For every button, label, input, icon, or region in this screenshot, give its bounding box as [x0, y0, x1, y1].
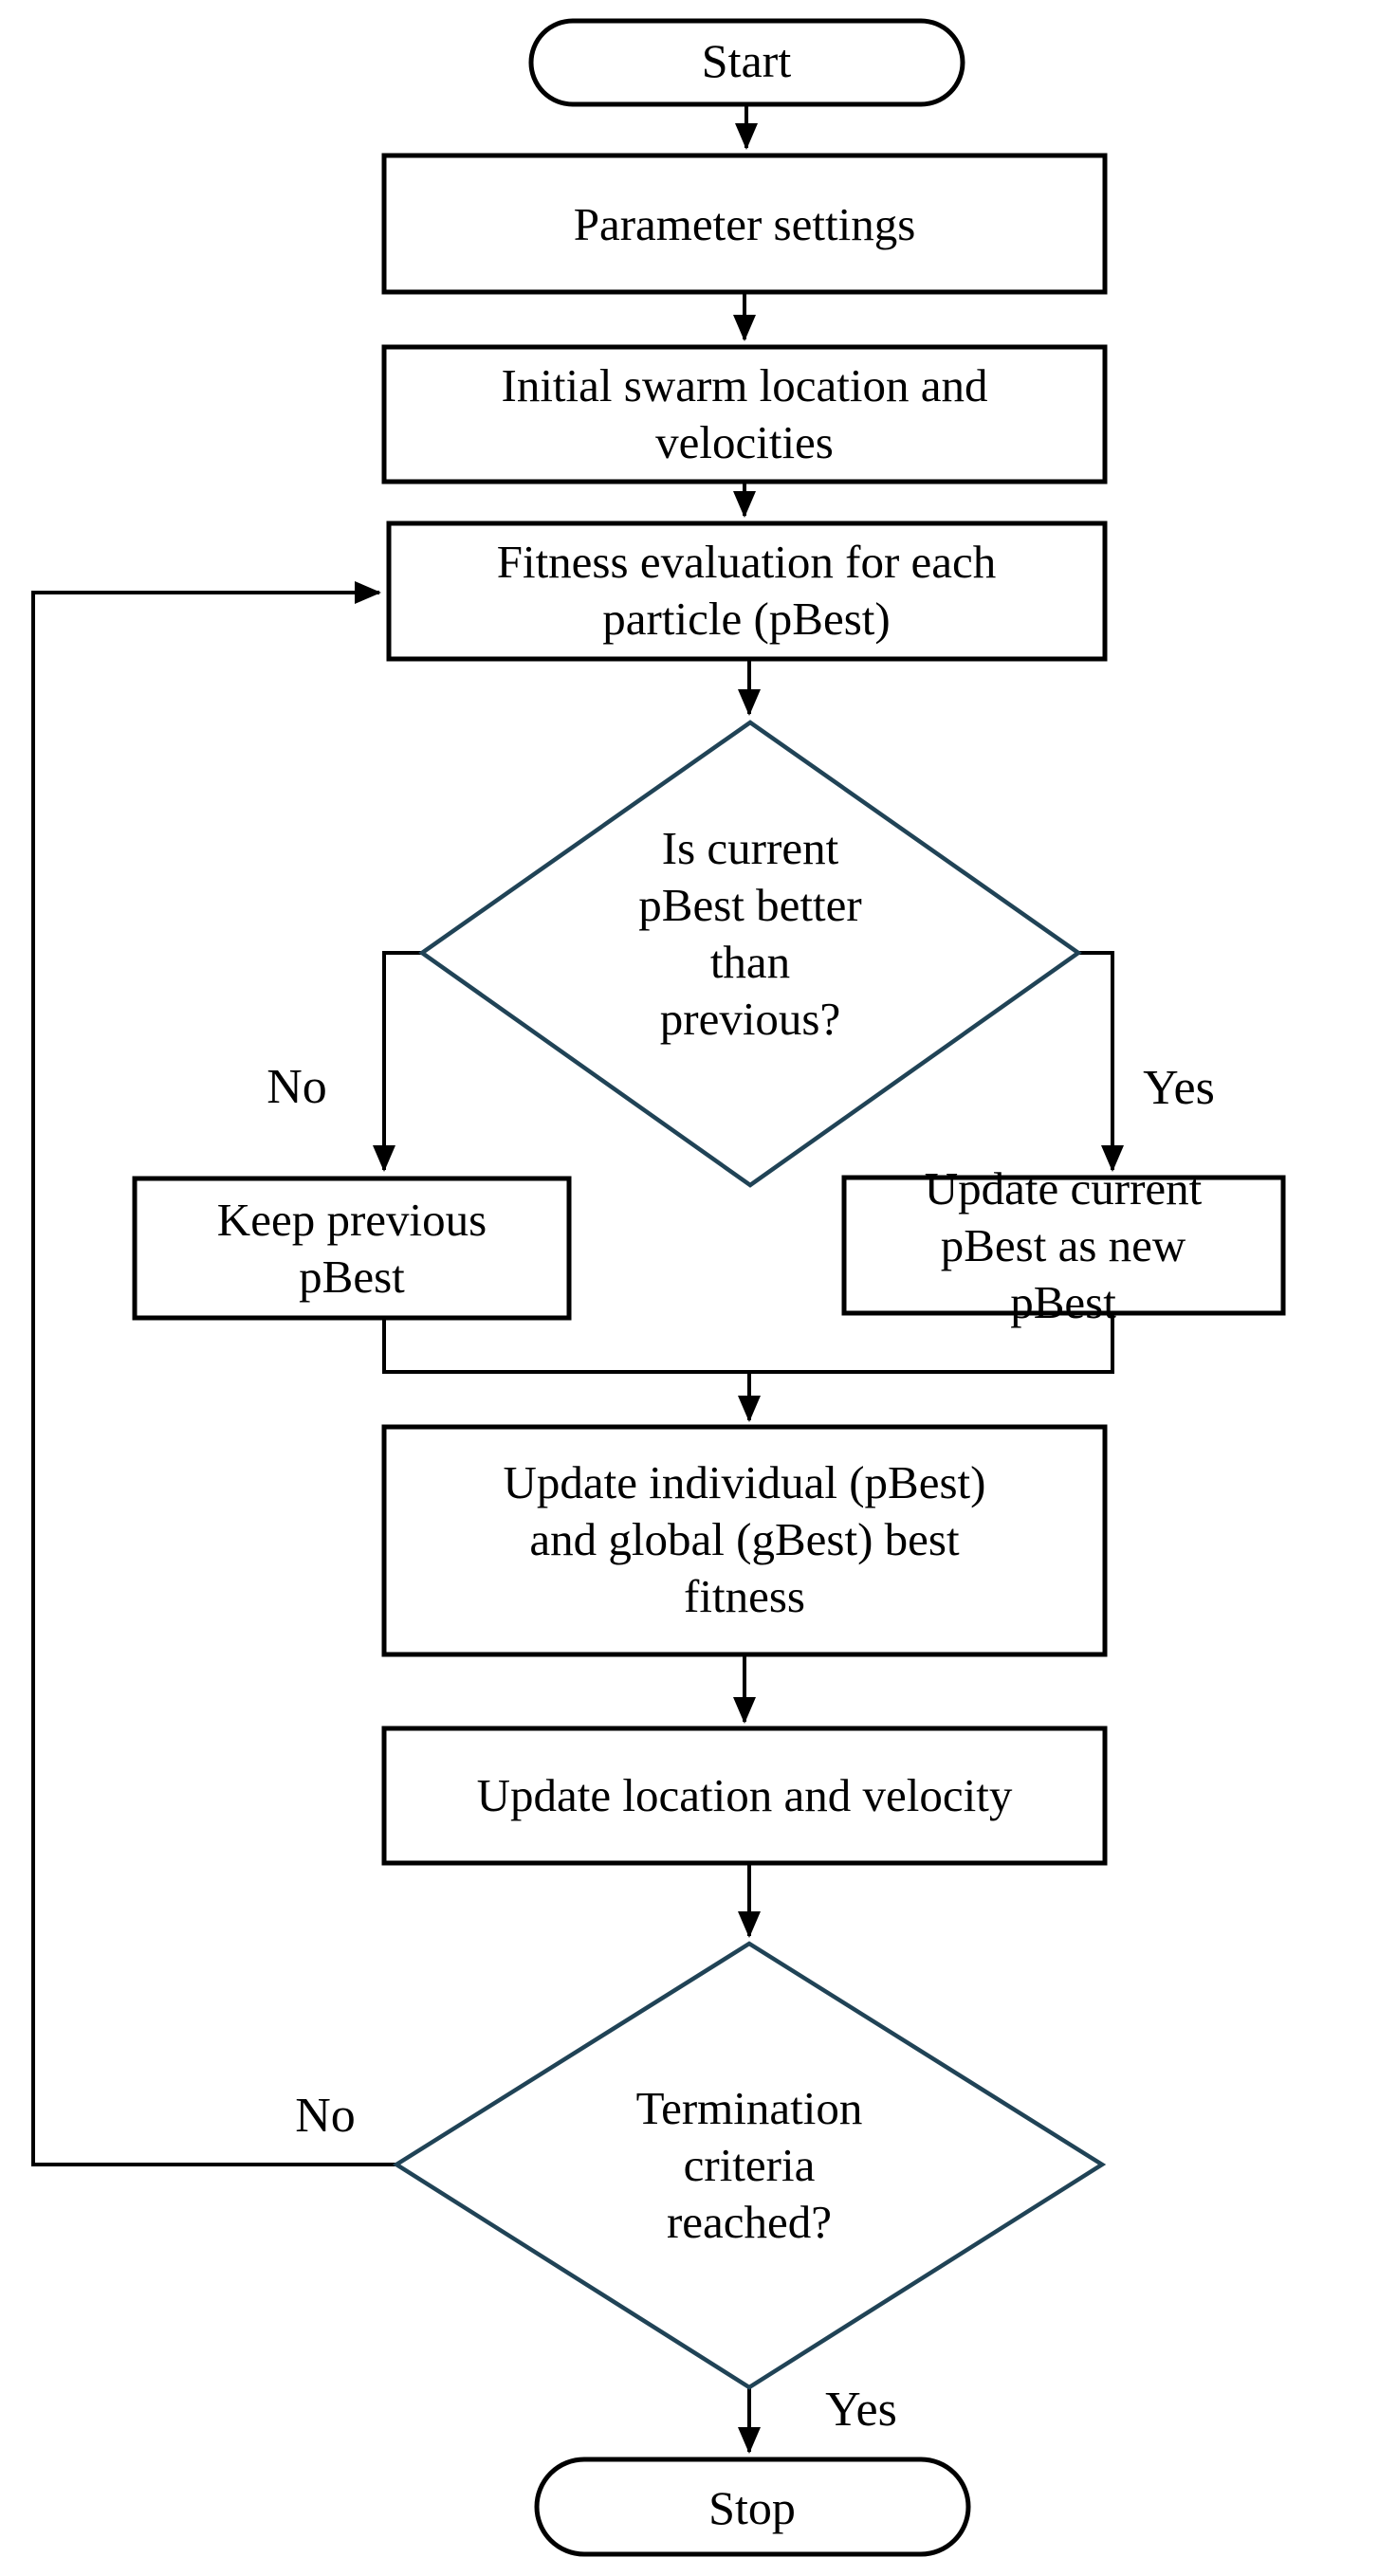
termination-yes-label: Yes: [825, 2383, 897, 2437]
termination-no-label: No: [295, 2089, 356, 2143]
update-location-label: Update location and velocity: [476, 1769, 1013, 1821]
start-terminator: [528, 18, 965, 107]
parameter-settings-label: Parameter settings: [573, 198, 916, 250]
keep-previous-label: Keep previous pBest: [216, 1194, 487, 1303]
pbest-decision-diamond: [418, 720, 1082, 1188]
connector-pbest-yes-branch: [1078, 951, 1124, 1172]
termination-decision-diamond: [392, 1941, 1107, 2390]
keep-previous-box: [132, 1176, 572, 1321]
pbest-no-label: No: [267, 1060, 327, 1114]
connector-termination-no-loop: [31, 581, 396, 2166]
update-best-label: Update individual (pBest) and global (gB…: [503, 1456, 986, 1622]
connector-pbest-no-branch: [373, 951, 422, 1172]
update-location-box: [381, 1726, 1108, 1866]
stop-terminator: [534, 2457, 971, 2557]
connectors: [31, 106, 1124, 2454]
initial-swarm-box: [381, 344, 1108, 484]
fitness-evaluation-label: Fitness evaluation for each particle (pB…: [496, 536, 997, 645]
stop-label: Stop: [708, 2481, 796, 2534]
update-best-box: [381, 1424, 1108, 1657]
pbest-yes-label: Yes: [1143, 1061, 1215, 1115]
parameter-settings-box: [381, 153, 1108, 295]
pbest-decision-label: Is current pBest better than previous?: [638, 822, 862, 1045]
update-current-box: [841, 1175, 1286, 1316]
start-label: Start: [701, 34, 792, 87]
initial-swarm-label: Initial swarm location and velocities: [501, 359, 988, 468]
termination-decision-label: Termination criteria reached?: [635, 2082, 863, 2248]
update-current-label: Update current pBest as new pBest: [924, 1162, 1203, 1328]
fitness-evaluation-box: [386, 521, 1108, 662]
